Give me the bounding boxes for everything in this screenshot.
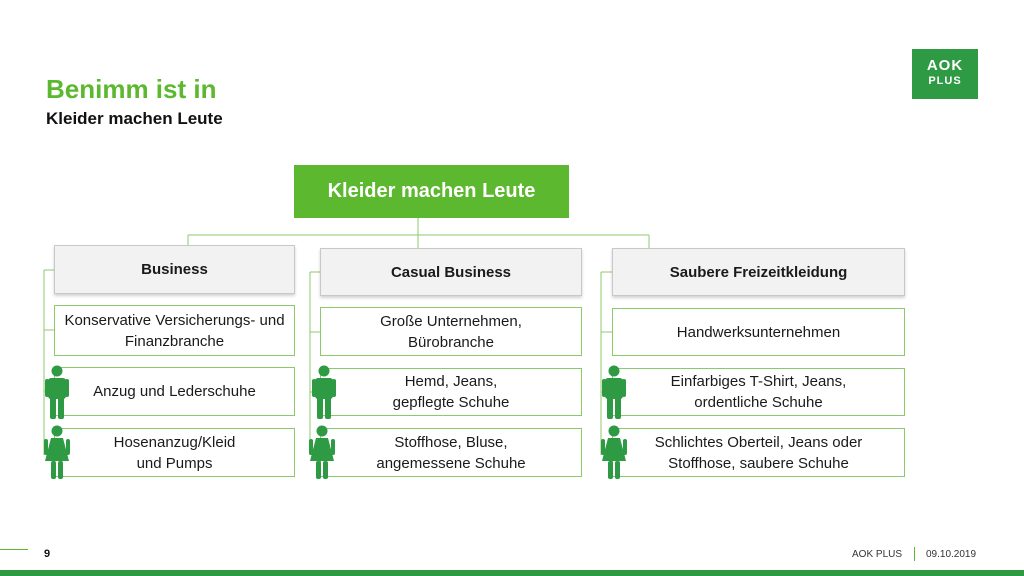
column-item: Handwerksunternehmen <box>612 308 905 356</box>
column-header-saubere-freizeitkleidung: Saubere Freizeitkleidung <box>612 248 905 296</box>
column-item: Konservative Versicherungs- und Finanzbr… <box>54 305 295 356</box>
column-item: Schlichtes Oberteil, Jeans oder Stoffhos… <box>612 428 905 477</box>
female-icon <box>309 425 335 479</box>
logo-text-aok: AOK <box>926 57 964 74</box>
page-subtitle: Kleider machen Leute <box>46 109 223 128</box>
page-title: Benimm ist in <box>46 74 217 104</box>
column-item: Hemd, Jeans, gepflegte Schuhe <box>320 368 582 416</box>
column-header-casual-business: Casual Business <box>320 248 582 296</box>
page-number: 9 <box>44 548 51 560</box>
female-icon <box>44 425 70 479</box>
footer-organization: AOK PLUS <box>852 549 903 560</box>
diagram-root-node: Kleider machen Leute <box>294 165 569 218</box>
column-item: Große Unternehmen, Bürobranche <box>320 307 582 356</box>
column-item: Einfarbiges T-Shirt, Jeans, ordentliche … <box>612 368 905 416</box>
column-header-business: Business <box>54 245 295 294</box>
aok-plus-logo: AOK PLUS <box>912 49 978 99</box>
female-icon <box>601 425 627 479</box>
column-item: Anzug und Lederschuhe <box>54 367 295 416</box>
column-item: Stoffhose, Bluse, angemessene Schuhe <box>320 428 582 477</box>
logo-text-plus: PLUS <box>928 75 962 87</box>
footer-separator <box>914 547 915 561</box>
footer-date: 09.10.2019 <box>926 549 977 560</box>
column-item: Hosenanzug/Kleid und Pumps <box>54 428 295 477</box>
male-icon <box>312 365 336 419</box>
footer-rule <box>0 549 28 550</box>
bottom-bar <box>0 570 1024 576</box>
male-icon <box>45 365 69 419</box>
male-icon <box>602 365 626 419</box>
